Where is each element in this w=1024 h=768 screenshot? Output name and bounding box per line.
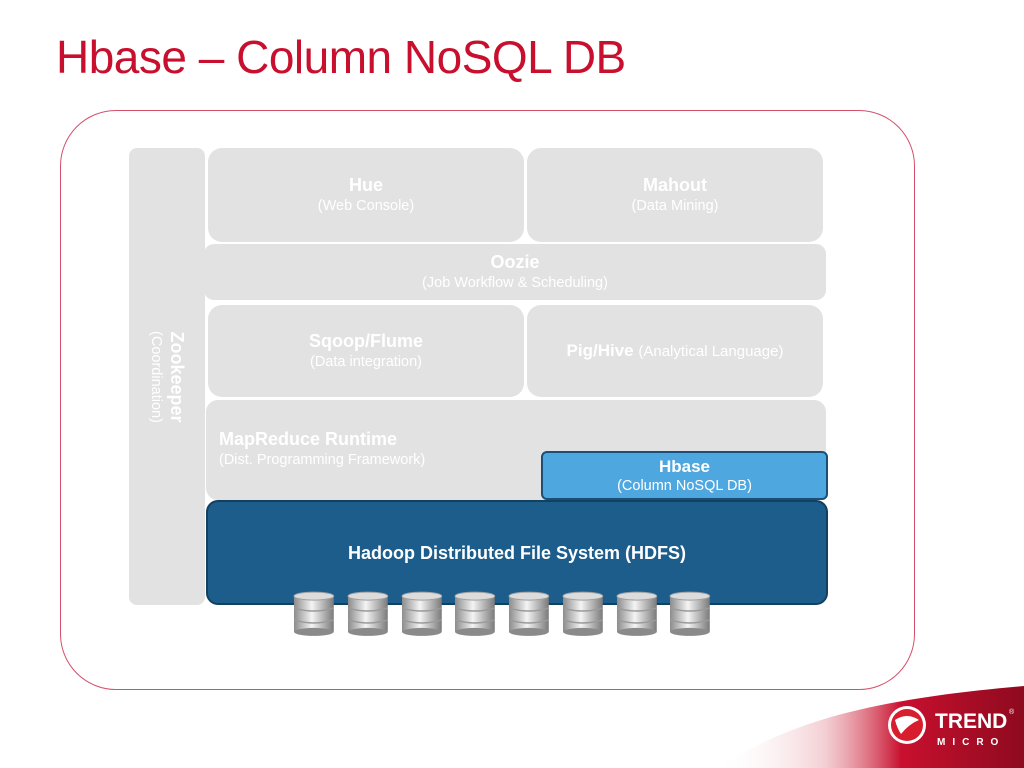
pig-hive-name: Pig/Hive bbox=[566, 340, 634, 360]
database-disk-icon bbox=[615, 591, 657, 636]
oozie-name: Oozie bbox=[490, 252, 540, 272]
database-disk-icon bbox=[454, 591, 496, 636]
stack-frame bbox=[60, 110, 915, 690]
pig-hive-box: Pig/Hive (Analytical Language) bbox=[527, 305, 823, 397]
mapreduce-desc: (Dist. Programming Framework) bbox=[219, 452, 426, 468]
hbase-name: Hbase bbox=[658, 456, 711, 476]
pig-hive-desc: (Analytical Language) bbox=[638, 342, 784, 360]
hdfs-name: Hadoop Distributed File System (HDFS) bbox=[347, 543, 687, 563]
mahout-box: Mahout (Data Mining) bbox=[527, 148, 823, 242]
database-disk-icon bbox=[562, 591, 604, 636]
sqoop-flume-name: Sqoop/Flume bbox=[309, 331, 423, 351]
trend-micro-logo: TREND MICRO ® bbox=[717, 686, 1024, 768]
sqoop-flume-desc: (Data integration) bbox=[309, 354, 423, 370]
zookeeper-desc: (Coordination) bbox=[148, 330, 165, 423]
database-disk-icon bbox=[669, 591, 711, 636]
oozie-box: Oozie (Job Workflow & Scheduling) bbox=[204, 244, 826, 300]
disk-row bbox=[292, 591, 712, 637]
mapreduce-name: MapReduce Runtime bbox=[219, 429, 398, 449]
hbase-desc: (Column NoSQL DB) bbox=[617, 477, 752, 494]
trend-micro-ball-icon bbox=[888, 706, 926, 744]
database-disk-icon bbox=[293, 591, 335, 636]
database-disk-icon bbox=[400, 591, 442, 636]
logo-registered-mark: ® bbox=[1009, 708, 1015, 716]
sqoop-flume-box: Sqoop/Flume (Data integration) bbox=[208, 305, 524, 397]
oozie-desc: (Job Workflow & Scheduling) bbox=[422, 275, 608, 291]
logo-trend-text: TREND bbox=[935, 710, 1007, 733]
mahout-desc: (Data Mining) bbox=[631, 198, 719, 214]
hue-name: Hue bbox=[348, 175, 383, 195]
zookeeper-name: Zookeeper bbox=[167, 330, 188, 423]
logo-micro-text: MICRO bbox=[937, 737, 1005, 748]
hdfs-box: Hadoop Distributed File System (HDFS) bbox=[206, 500, 828, 605]
zookeeper-box: Zookeeper (Coordination) bbox=[129, 148, 205, 605]
database-disk-icon bbox=[508, 591, 550, 636]
hue-box: Hue (Web Console) bbox=[208, 148, 524, 242]
hbase-box: Hbase (Column NoSQL DB) bbox=[541, 451, 828, 500]
database-disk-icon bbox=[347, 591, 389, 636]
slide-title: Hbase – Column NoSQL DB bbox=[56, 31, 626, 83]
hue-desc: (Web Console) bbox=[317, 198, 415, 214]
mahout-name: Mahout bbox=[643, 175, 707, 195]
